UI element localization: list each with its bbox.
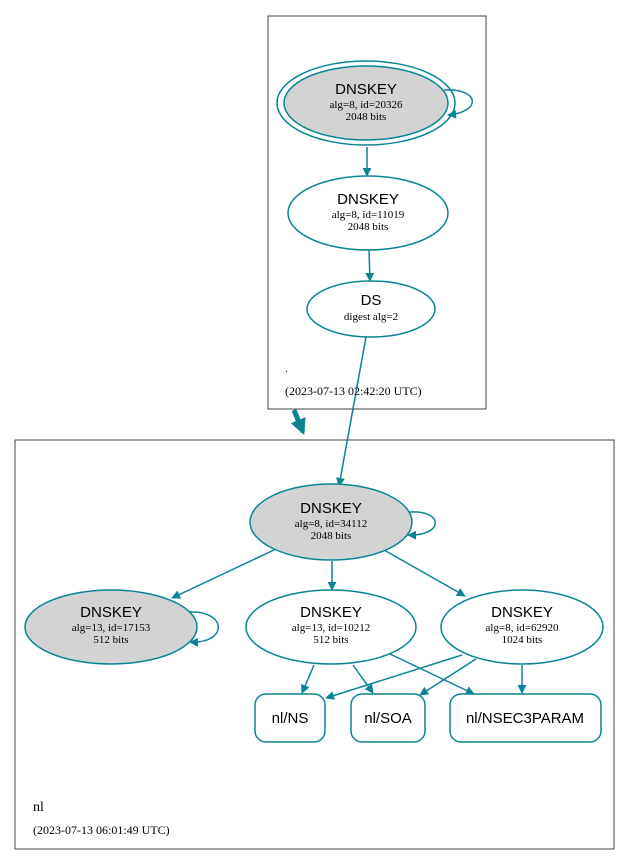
node-root-ksk-title: DNSKEY: [335, 81, 397, 98]
node-nl-ksk-line2: 2048 bits: [311, 530, 352, 542]
node-nl-key-10212-line2: 512 bits: [313, 634, 348, 646]
edge-root-ksk-self: [443, 89, 473, 119]
node-root-zsk: DNSKEY alg=8, id=11019 2048 bits: [287, 175, 449, 251]
zone-nl-name: nl: [33, 800, 44, 815]
node-nl-key-10212-shape: [245, 589, 417, 665]
node-root-zsk-line2: 2048 bits: [348, 221, 389, 233]
edge-10212-to-nsec3param: [389, 653, 475, 695]
node-root-zsk-title: DNSKEY: [337, 191, 399, 208]
node-root-ds-shape: [306, 280, 436, 338]
edge-17153-self: [187, 611, 219, 647]
node-nl-ksk-line1: alg=8, id=34112: [295, 518, 368, 530]
edge-delegation-root-to-nl: [290, 409, 306, 435]
edge-nl-ksk-to-62920: [383, 549, 466, 597]
zone-root-name: .: [285, 361, 288, 375]
node-nl-ksk-shape: [249, 483, 413, 561]
edge-ds-to-nl-ksk: [336, 336, 367, 487]
node-nl-soa-title: nl/SOA: [364, 710, 412, 727]
node-root-ksk-shape: [283, 65, 449, 141]
zone-nl-box: [14, 439, 615, 850]
node-root-ksk: DNSKEY alg=8, id=20326 2048 bits: [276, 60, 456, 146]
edges: [171, 89, 527, 700]
node-nl-key-62920-shape: [440, 589, 604, 665]
edge-62920-to-ns: [325, 654, 463, 700]
node-root-ds-line1: digest alg=2: [344, 311, 398, 323]
node-nl-key-62920-line1: alg=8, id=62920: [486, 622, 559, 634]
zone-root-box: [267, 15, 487, 410]
node-nl-ns-title: nl/NS: [272, 710, 309, 727]
node-nl-soa: nl/SOA: [350, 693, 426, 743]
node-root-ksk-line1: alg=8, id=20326: [330, 99, 403, 111]
node-nl-key-17153-title: DNSKEY: [80, 604, 142, 621]
node-nl-nsec3param-shape: [449, 693, 602, 743]
node-nl-key-10212-line1: alg=13, id=10212: [292, 622, 370, 634]
zone-root-timestamp: (2023-07-13 02:42:20 UTC): [285, 384, 422, 398]
node-nl-key-17153-line1: alg=13, id=17153: [72, 622, 151, 634]
zone-nl-timestamp: (2023-07-13 06:01:49 UTC): [33, 823, 170, 837]
node-nl-ns: nl/NS: [254, 693, 326, 743]
node-nl-nsec3param: nl/NSEC3PARAM: [449, 693, 602, 743]
edge-10212-to-soa: [352, 664, 374, 694]
node-root-ds-title: DS: [361, 292, 382, 309]
node-nl-key-10212: DNSKEY alg=13, id=10212 512 bits: [245, 589, 417, 665]
node-nl-key-10212-title: DNSKEY: [300, 604, 362, 621]
node-nl-ns-shape: [254, 693, 326, 743]
node-nl-ksk-title: DNSKEY: [300, 500, 362, 517]
node-nl-nsec3param-title: nl/NSEC3PARAM: [466, 710, 584, 727]
edge-nl-ksk-to-17153: [171, 548, 277, 599]
node-root-zsk-shape: [287, 175, 449, 251]
node-nl-key-62920-title: DNSKEY: [491, 604, 553, 621]
node-nl-ksk: DNSKEY alg=8, id=34112 2048 bits: [249, 483, 413, 561]
edge-10212-to-ns: [301, 664, 315, 694]
node-nl-soa-shape: [350, 693, 426, 743]
node-root-ksk-outer-ring: [276, 60, 456, 146]
node-nl-key-17153-shape: [24, 589, 198, 665]
edge-62920-to-soa: [419, 658, 477, 696]
node-nl-key-62920: DNSKEY alg=8, id=62920 1024 bits: [440, 589, 604, 665]
node-root-ksk-line2: 2048 bits: [346, 111, 387, 123]
node-root-ds: DS digest alg=2: [306, 280, 436, 338]
node-nl-key-17153-line2: 512 bits: [93, 634, 128, 646]
node-nl-key-17153: DNSKEY alg=13, id=17153 512 bits: [24, 589, 198, 665]
edge-root-zsk-to-ds: [365, 249, 375, 282]
node-root-zsk-line1: alg=8, id=11019: [332, 209, 405, 221]
edge-nl-ksk-self: [407, 511, 436, 540]
node-nl-key-62920-line2: 1024 bits: [502, 634, 543, 646]
